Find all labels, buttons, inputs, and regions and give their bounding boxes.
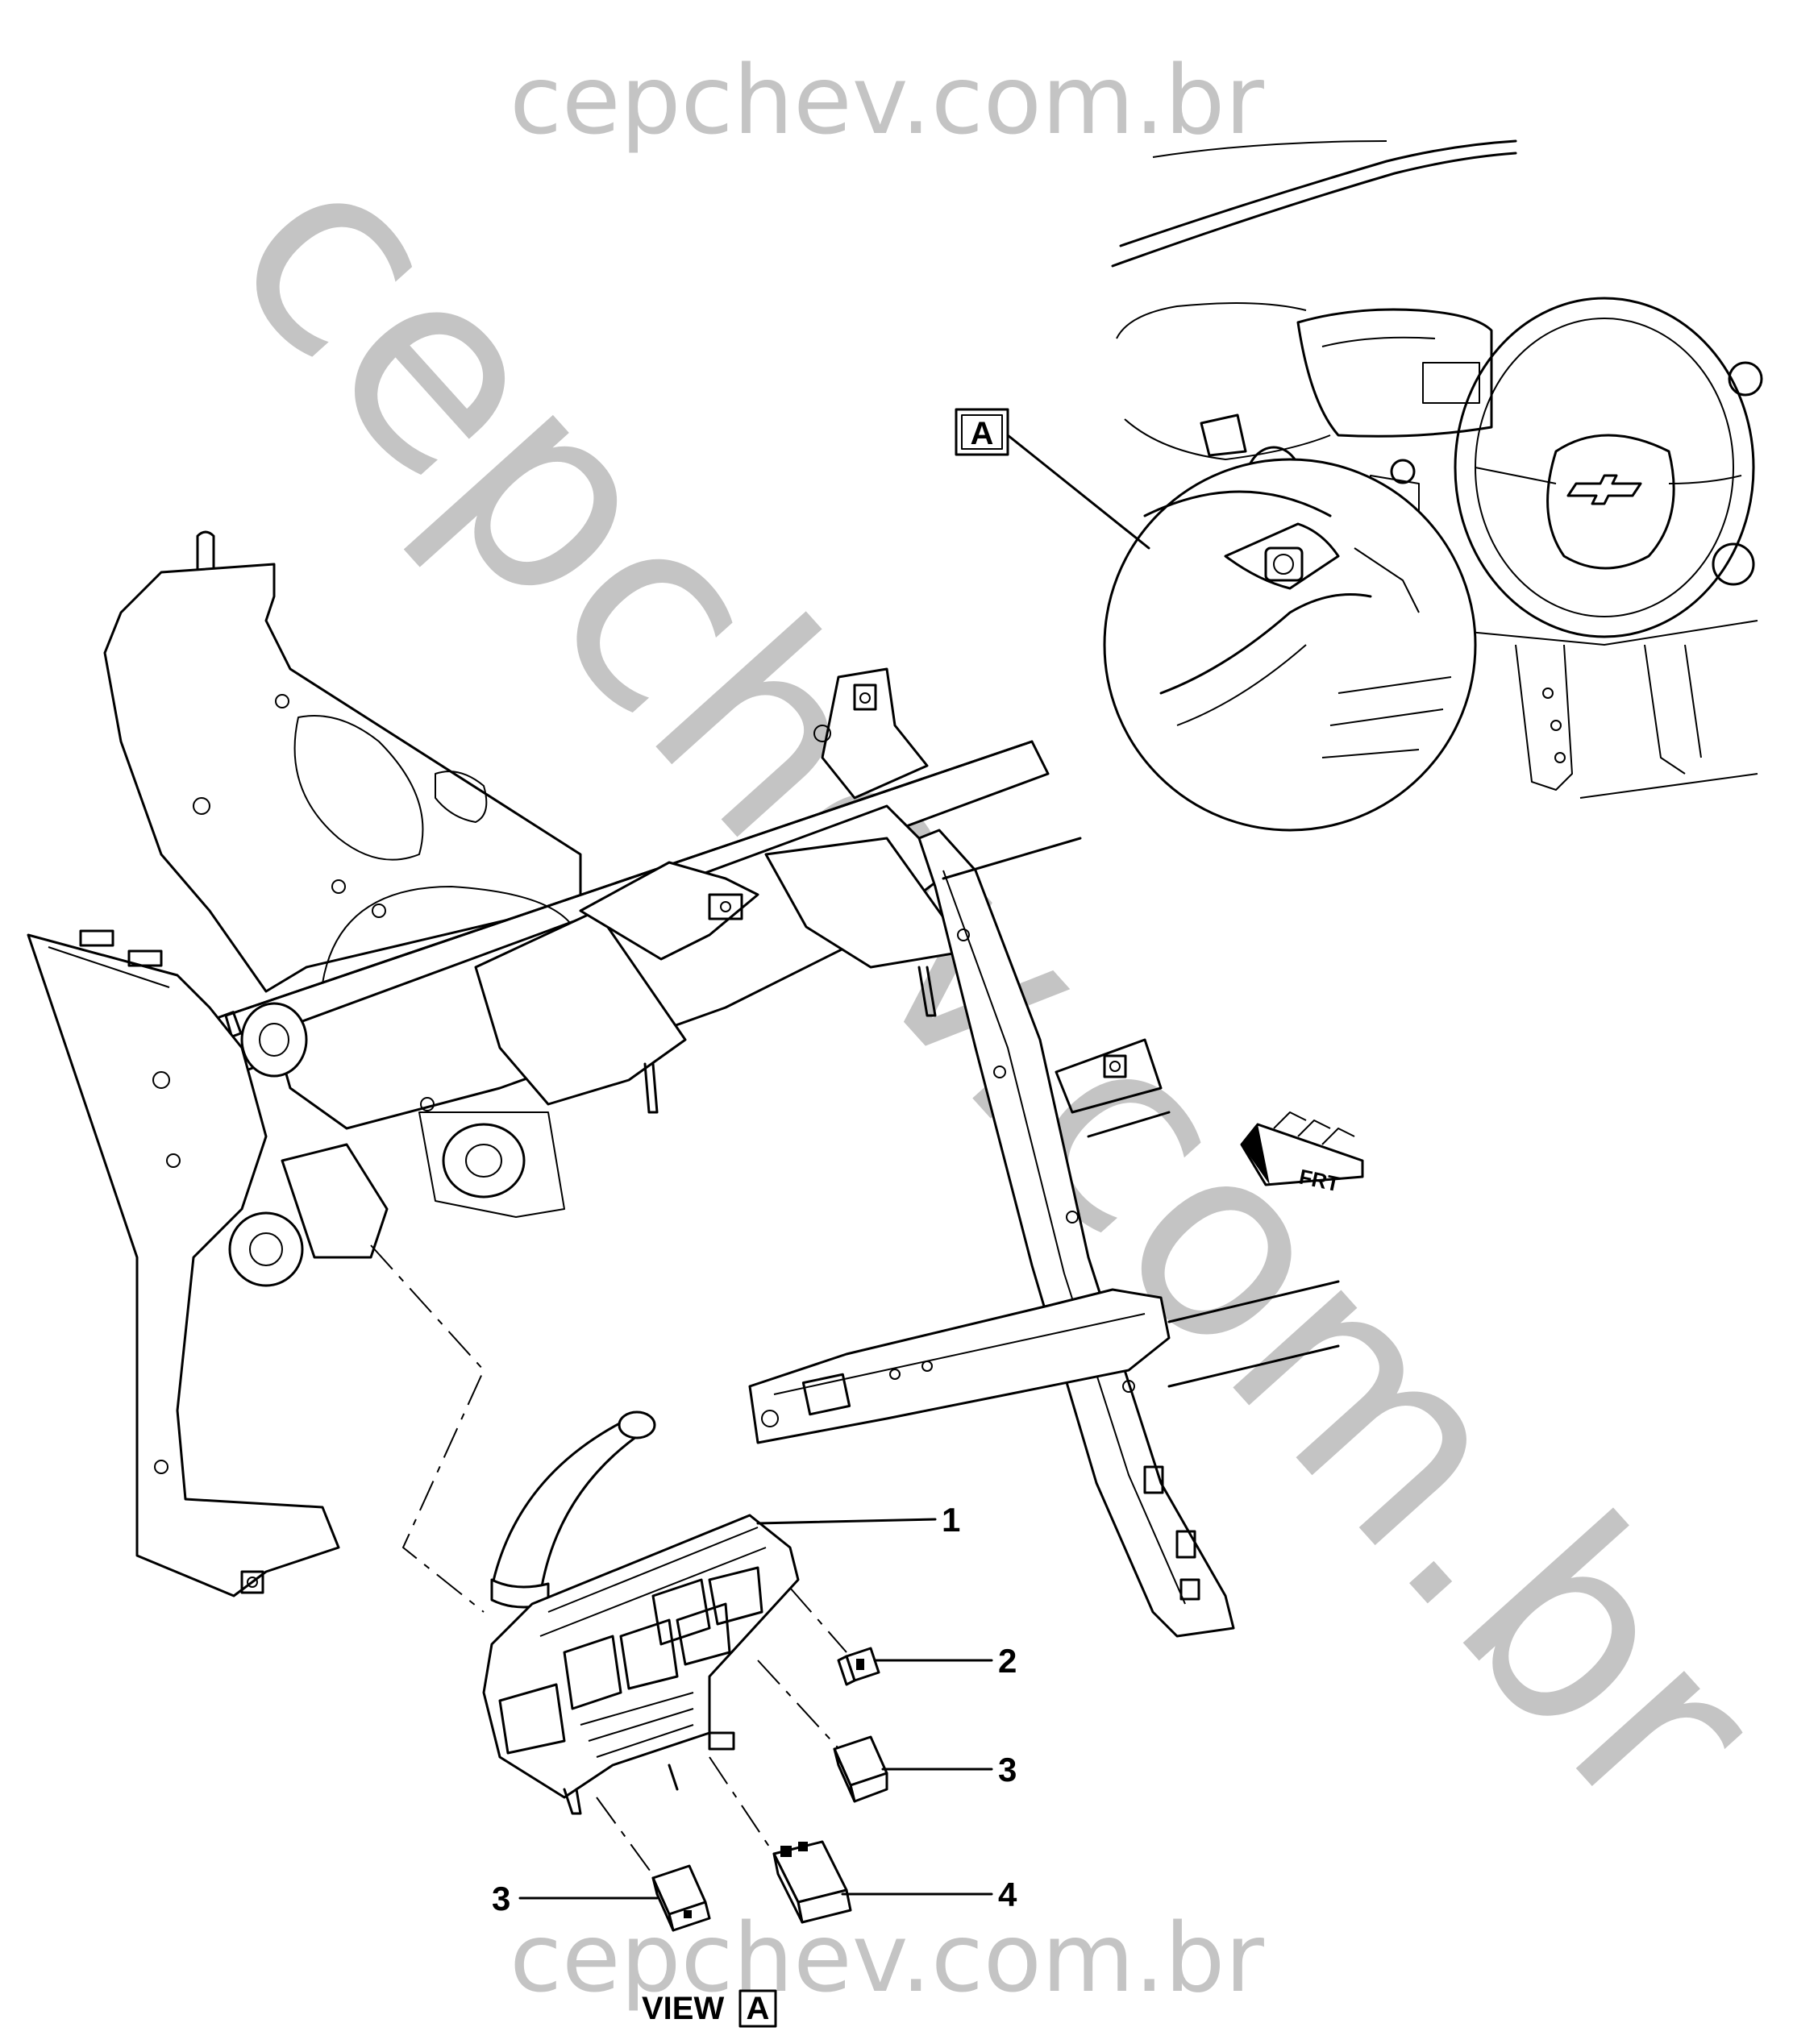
relay-small-right-part (833, 1735, 888, 1803)
view-caption-prefix: VIEW (642, 1991, 724, 2026)
inset-dashboard-view: A (955, 139, 1763, 832)
guide-line-relay-large (709, 1756, 775, 1855)
view-caption-letter: A (747, 1991, 770, 2026)
fuse-part (837, 1647, 880, 1686)
instrument-panel-beam (27, 530, 1050, 1597)
fuse-relay-block (482, 1410, 800, 1815)
watermark-top: cepchev.com.br (510, 44, 1264, 156)
callout-2: 2 (998, 1642, 1017, 1680)
callout-4: 4 (998, 1876, 1017, 1913)
callout-3-right: 3 (998, 1751, 1017, 1788)
right-brace-assembly (748, 829, 1340, 1638)
assembly-guide-line (370, 1244, 485, 1613)
guide-line-relay-left (596, 1797, 662, 1887)
watermark-bottom: cepchev.com.br (510, 1902, 1264, 2013)
guide-line-relay-right (757, 1660, 847, 1758)
relay-large-part (772, 1840, 852, 1924)
relay-small-left-part (651, 1864, 711, 1932)
callout-3-left: 3 (492, 1880, 510, 1917)
view-caption: VIEW A (642, 1989, 777, 2028)
front-direction-indicator: FRT (1240, 1111, 1364, 1196)
guide-line-fuse (789, 1587, 847, 1653)
view-marker-label: A (971, 416, 994, 451)
callout-1: 1 (942, 1501, 960, 1539)
